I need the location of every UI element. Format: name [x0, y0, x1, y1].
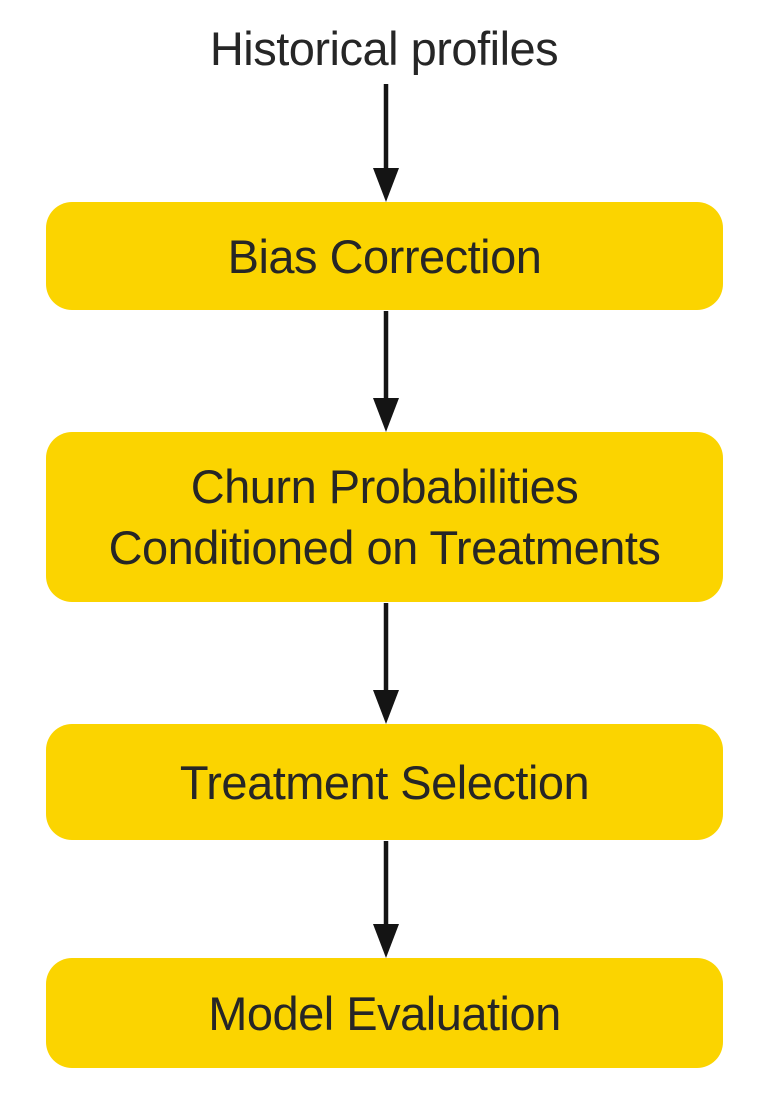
arrow-down-icon — [371, 603, 401, 724]
node-label: Treatment Selection — [179, 755, 590, 809]
node-model-evaluation: Model Evaluation — [46, 958, 723, 1068]
node-label: Model Evaluation — [208, 986, 561, 1040]
node-label: Churn Probabilities Conditioned on Treat… — [108, 460, 661, 574]
arrow-down-icon — [371, 311, 401, 432]
node-churn-probabilities: Churn Probabilities Conditioned on Treat… — [46, 432, 723, 602]
arrow-down-icon — [371, 841, 401, 958]
node-label: Bias Correction — [227, 229, 542, 283]
flowchart-source-label: Historical profiles — [209, 22, 559, 75]
arrow-down-icon — [371, 84, 401, 202]
node-bias-correction: Bias Correction — [46, 202, 723, 310]
node-treatment-selection: Treatment Selection — [46, 724, 723, 840]
